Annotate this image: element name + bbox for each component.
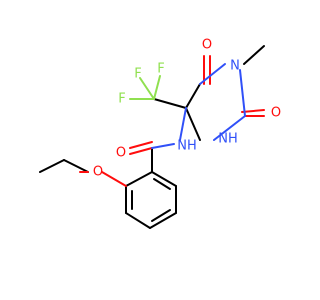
atom-o-right: O <box>271 106 281 121</box>
bond-cf3-f2 <box>139 77 155 100</box>
bond-amide-o <box>129 147 153 155</box>
bond-amide-o-double <box>129 141 153 149</box>
bond-c2-o-double <box>241 109 265 113</box>
fluorine-bonds <box>129 75 161 100</box>
bond-ar-3 <box>125 212 151 229</box>
bond-cq-c5 <box>185 83 201 109</box>
bond-c5-n1 <box>199 63 226 85</box>
atom-f-3: F <box>118 92 125 107</box>
bond-c2-n3 <box>213 115 246 141</box>
molecule-structure: N NH NH O O O O F F F <box>39 38 281 229</box>
bond-ethyl-2 <box>63 159 89 173</box>
atom-n-methyl: N <box>230 59 240 74</box>
bond-cf3-f1 <box>153 75 161 100</box>
bond-cq-amide-n <box>179 107 187 141</box>
atom-o-amide: O <box>116 146 126 161</box>
atom-labels: N NH NH O O O O F F F <box>93 38 281 180</box>
bond-ar-inner-3 <box>153 178 171 190</box>
atom-nh-amide: NH <box>177 139 197 154</box>
atom-f-2: F <box>134 67 141 82</box>
atom-o-top: O <box>202 38 212 53</box>
nitrogen-bonds <box>151 63 246 149</box>
bond-cq-c3 <box>185 107 201 141</box>
bond-amide-n-c <box>151 143 175 149</box>
bond-ethyl-1 <box>39 159 65 173</box>
bond-ar-6 <box>151 171 177 187</box>
bond-ar-1 <box>125 171 153 187</box>
oxygen-bonds <box>79 55 265 187</box>
bond-ether-ar <box>101 171 127 187</box>
bond-n1-c2 <box>239 69 246 117</box>
atom-o-ether: O <box>93 165 103 180</box>
carbon-bonds <box>39 45 265 229</box>
bond-n-methyl <box>243 45 265 65</box>
atom-nh-ring: NH <box>218 132 238 147</box>
bond-ar-4 <box>149 212 177 229</box>
bond-cq-cf3 <box>153 98 187 109</box>
bond-ar-inner-2 <box>151 209 171 222</box>
atom-f-1: F <box>157 62 164 77</box>
